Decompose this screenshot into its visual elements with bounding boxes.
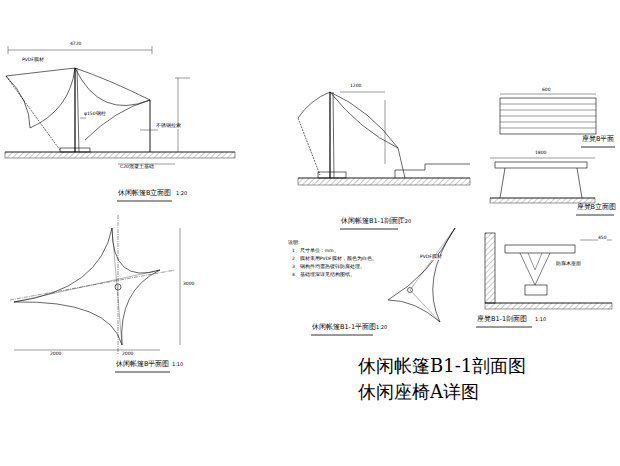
annotation-text: PVDF膜材	[420, 255, 442, 260]
view-title: 座凳B平面	[582, 136, 614, 143]
annotation-text: 不锈钢拉索	[156, 124, 181, 129]
view-title: 座凳B立面图	[577, 204, 616, 211]
annotation-text: φ150钢柱	[84, 112, 106, 117]
annotation-text: 1800	[535, 151, 546, 156]
annotation-text: 1200	[350, 84, 361, 89]
view-title: 休闲帐篷B平面图	[116, 361, 169, 368]
sheet-title: 休闲座椅A详图	[358, 382, 479, 402]
annotation-text: 4720	[70, 42, 81, 47]
annotation-text: 2、膜材采用PVDF膜材，颜色为白色。	[292, 257, 377, 262]
annotation-text: 2000	[122, 352, 133, 357]
sheet-title: 休闲帐篷B1-1剖面图	[358, 356, 526, 376]
annotation-text: PVDF膜材	[22, 58, 44, 63]
view-title: 休闲帐篷B1-1剖面图	[341, 218, 405, 225]
annotation-text: 3000	[183, 282, 194, 287]
annotation-text: 1:20	[400, 219, 411, 225]
annotation-text: 4、基础埋深详见结构图纸。	[292, 273, 355, 278]
annotation-text: 3、钢构件均需热镀锌防腐处理。	[292, 265, 365, 270]
view-title: 座凳B1-1剖面图	[477, 316, 527, 323]
annotation-text: 2000	[50, 352, 61, 357]
annotation-text: 1、尺寸单位：mm。	[292, 249, 339, 254]
annotation-text: 说明:	[288, 240, 300, 246]
annotation-text: 1:20	[376, 325, 387, 331]
annotation-text: 450	[598, 236, 607, 241]
annotation-text: 防腐木座面	[556, 262, 581, 267]
annotation-text: 1:10	[172, 362, 183, 368]
annotation-text: C20混凝土基础	[120, 165, 154, 170]
annotation-text: 1:20	[176, 191, 187, 197]
view-title: 休闲帐篷B立面图	[118, 190, 171, 197]
annotation-text: 600	[542, 88, 551, 93]
view-title: 休闲帐篷B1-1平面图	[312, 324, 376, 331]
annotation-text: 1:10	[535, 317, 546, 323]
